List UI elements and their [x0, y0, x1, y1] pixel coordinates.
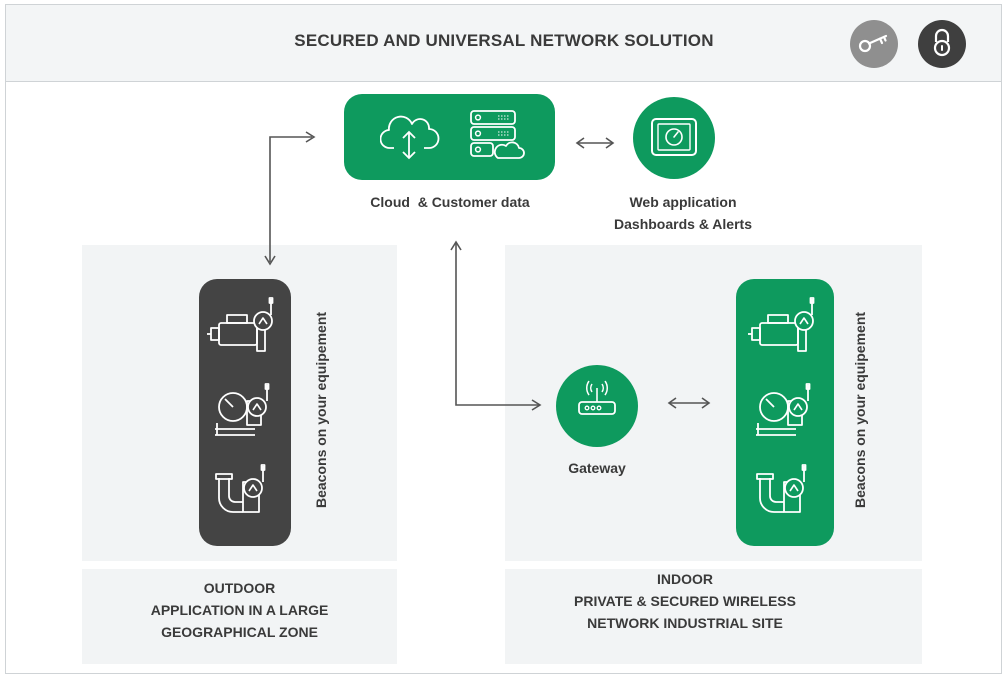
indoor-caption-line1: INDOOR: [657, 571, 713, 587]
outdoor-caption-line3: GEOGRAPHICAL ZONE: [161, 624, 318, 640]
outdoor-caption-line2: APPLICATION IN A LARGE: [150, 602, 329, 618]
lock-icon: [918, 20, 966, 68]
gateway-label: Gateway: [568, 460, 626, 476]
gateway-node: [556, 365, 638, 447]
cloud-label: Cloud & Customer data: [370, 194, 530, 210]
indoor-caption: INDOOR PRIVATE & SECURED WIRELESS NETWOR…: [505, 568, 865, 634]
router-icon: [578, 380, 616, 415]
indoor-caption-panel: [505, 569, 922, 664]
cloud-upload-icon: [380, 115, 440, 160]
server-icon: [470, 110, 525, 159]
webapp-label-line1: Web application: [629, 194, 737, 210]
header-bar: [6, 5, 1001, 82]
cloud-node: [344, 94, 555, 180]
webapp-label-line2: Dashboards & Alerts: [614, 216, 752, 232]
key-icon: [850, 20, 898, 68]
webapp-node: [633, 97, 715, 179]
tablet-gauge-icon: [651, 118, 697, 156]
gauge-beacon-icon: [756, 383, 811, 436]
indoor-caption-line2: PRIVATE & SECURED WIRELESS: [574, 593, 796, 609]
webapp-label: Web application Dashboards & Alerts: [574, 191, 792, 235]
page-title: SECURED AND UNIVERSAL NETWORK SOLUTION: [294, 31, 714, 50]
motor-beacon-icon: [207, 297, 274, 352]
outdoor-caption-line1: OUTDOOR: [203, 580, 276, 596]
outdoor-caption-panel: [82, 569, 397, 664]
indoor-caption-line3: NETWORK INDUSTRIAL SITE: [587, 615, 783, 631]
pipe-beacon-icon: [756, 464, 807, 513]
motor-beacon-icon: [748, 297, 815, 352]
diagram-frame: [5, 4, 1002, 674]
outdoor-cloud-connector: [269, 136, 312, 262]
cloud-gateway-connector: [455, 243, 540, 406]
gauge-beacon-icon: [215, 383, 270, 436]
outdoor-caption: OUTDOOR APPLICATION IN A LARGE GEOGRAPHI…: [82, 577, 397, 643]
pipe-beacon-icon: [215, 464, 266, 513]
